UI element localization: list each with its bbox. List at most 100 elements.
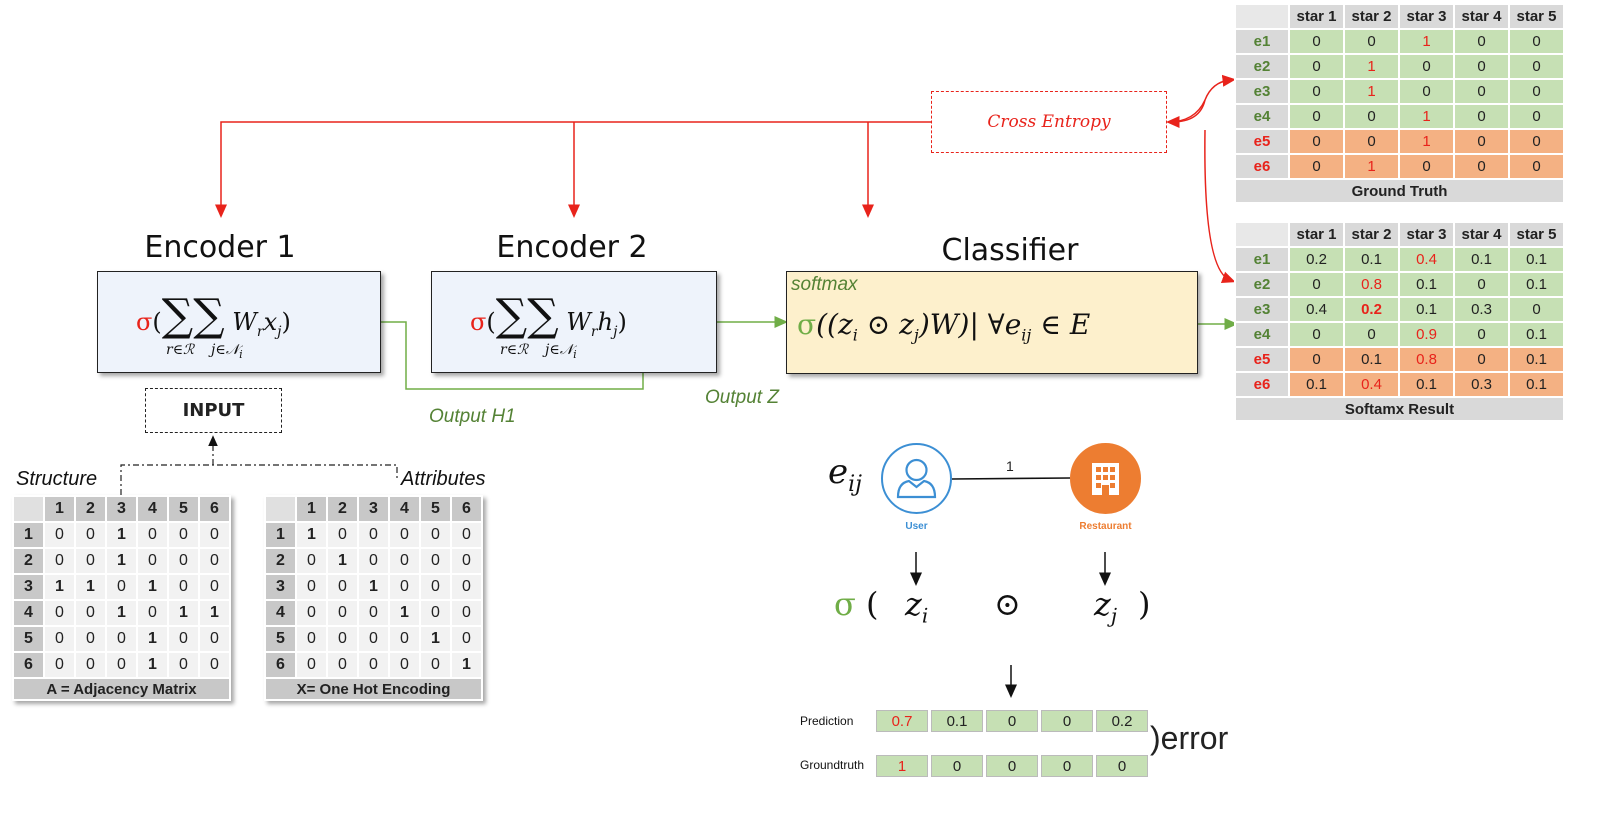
matrix-cell: 0 — [45, 601, 74, 625]
user-node[interactable] — [881, 443, 952, 514]
classifier-formula: σ((zi ⊙ zj)W)| ∀eij ∈ E — [797, 308, 1091, 345]
matrix-cell: 0 — [297, 601, 326, 625]
attributes-label: Attributes — [401, 468, 486, 490]
matrix-cell: 0 — [452, 627, 481, 651]
input-node[interactable]: INPUT — [145, 388, 282, 433]
result-cell: 0 — [1510, 130, 1563, 153]
result-cell: 0 — [1290, 273, 1343, 296]
prediction-cell: 0.2 — [1096, 710, 1148, 732]
matrix-cell: 0 — [452, 575, 481, 599]
result-cell: 0.1 — [1510, 323, 1563, 346]
matrix-cell: 1 — [76, 575, 105, 599]
result-col-header: star 2 — [1345, 223, 1398, 246]
matrix-col-header: 5 — [169, 497, 198, 521]
encoder1-sum-j-sub: j∈𝒩i — [211, 342, 243, 361]
matrix-cell: 0 — [76, 523, 105, 547]
result-caption-row: Ground Truth — [1236, 180, 1563, 202]
result-cell: 0 — [1455, 105, 1508, 128]
classifier-title: Classifier — [941, 233, 1079, 268]
result-corner-cell — [1236, 223, 1288, 246]
matrix-cell: 1 — [45, 575, 74, 599]
result-cell: 0 — [1510, 155, 1563, 178]
matrix-cell: 0 — [107, 575, 136, 599]
result-cell: 0.1 — [1510, 348, 1563, 371]
result-cell: 1 — [1345, 80, 1398, 103]
matrix-row-header: 4 — [14, 601, 43, 625]
groundtruth-cell: 0 — [986, 755, 1038, 777]
result-col-header: star 4 — [1455, 223, 1508, 246]
restaurant-label: Restaurant — [1079, 521, 1132, 532]
matrix-col-header: 5 — [421, 497, 450, 521]
result-cell: 0 — [1455, 273, 1508, 296]
encoder2-box[interactable]: σ(∑∑ Wrhj) r∈ℛ j∈𝒩i — [431, 271, 717, 373]
result-cell: 0 — [1290, 130, 1343, 153]
matrix-caption: X= One Hot Encoding — [266, 679, 481, 699]
matrix-cell: 1 — [107, 549, 136, 573]
matrix-cell: 0 — [76, 601, 105, 625]
result-cell: 0.2 — [1290, 248, 1343, 271]
matrix-cell: 0 — [390, 549, 419, 573]
encoder2-sum-j-sub: j∈𝒩i — [545, 342, 577, 361]
sigma-symbol: σ — [834, 585, 856, 623]
result-cell: 0 — [1400, 80, 1453, 103]
matrix-cell: 0 — [45, 627, 74, 651]
input-connector — [120, 464, 398, 495]
result-cell: 0 — [1290, 105, 1343, 128]
paren-close: ) — [1138, 585, 1151, 623]
matrix-row-header: 4 — [266, 601, 295, 625]
groundtruth-label: Groundtruth — [800, 758, 865, 772]
sigma-symbol: σ — [797, 308, 817, 341]
result-row-label: e3 — [1236, 80, 1288, 103]
result-cell: 0 — [1345, 323, 1398, 346]
result-col-header: star 3 — [1400, 223, 1453, 246]
matrix-cell: 0 — [390, 523, 419, 547]
sigma-symbol: σ — [136, 308, 153, 336]
encoder1-box[interactable]: σ(∑∑ Wrxj) r∈ℛ j∈𝒩i — [97, 271, 381, 373]
matrix-col-header: 1 — [297, 497, 326, 521]
matrix-row-header: 3 — [14, 575, 43, 599]
paren-close: ) — [617, 308, 627, 336]
matrix-row-header: 5 — [266, 627, 295, 651]
matrix-cell: 1 — [138, 653, 167, 677]
matrix-row-header: 1 — [14, 523, 43, 547]
result-row-label: e5 — [1236, 130, 1288, 153]
result-cell: 0 — [1345, 105, 1398, 128]
matrix-caption: A = Adjacency Matrix — [14, 679, 229, 699]
classifier-box[interactable]: softmax σ((zi ⊙ zj)W)| ∀eij ∈ E — [786, 271, 1198, 374]
matrix-caption-row: X= One Hot Encoding — [266, 679, 481, 699]
input-label: INPUT — [182, 400, 245, 421]
matrix-cell: 0 — [200, 627, 229, 651]
result-cell: 0.1 — [1510, 248, 1563, 271]
result-col-header: star 1 — [1290, 5, 1343, 28]
edge-weight-label: 1 — [1006, 458, 1014, 474]
matrix-cell: 0 — [421, 575, 450, 599]
matrix-cell: 0 — [200, 523, 229, 547]
matrix-cell: 0 — [138, 549, 167, 573]
matrix-row-header: 1 — [266, 523, 295, 547]
matrix-cell: 1 — [421, 627, 450, 651]
variable: xj — [263, 308, 282, 340]
matrix-cell: 0 — [200, 575, 229, 599]
sum-symbol-r: ∑ — [161, 290, 194, 341]
result-cell: 1 — [1400, 105, 1453, 128]
edge-line — [951, 477, 1071, 480]
result-cell: 0.8 — [1400, 348, 1453, 371]
result-cell: 0.1 — [1400, 298, 1453, 321]
sigma-symbol: σ — [470, 308, 487, 336]
restaurant-node[interactable] — [1070, 443, 1141, 514]
result-cell: 1 — [1400, 130, 1453, 153]
cross-entropy-box[interactable]: Cross Entropy — [931, 91, 1167, 153]
result-row-label: e3 — [1236, 298, 1288, 321]
matrix-cell: 0 — [76, 653, 105, 677]
encoder2-title: Encoder 2 — [496, 230, 648, 265]
result-cell: 0.3 — [1455, 373, 1508, 396]
